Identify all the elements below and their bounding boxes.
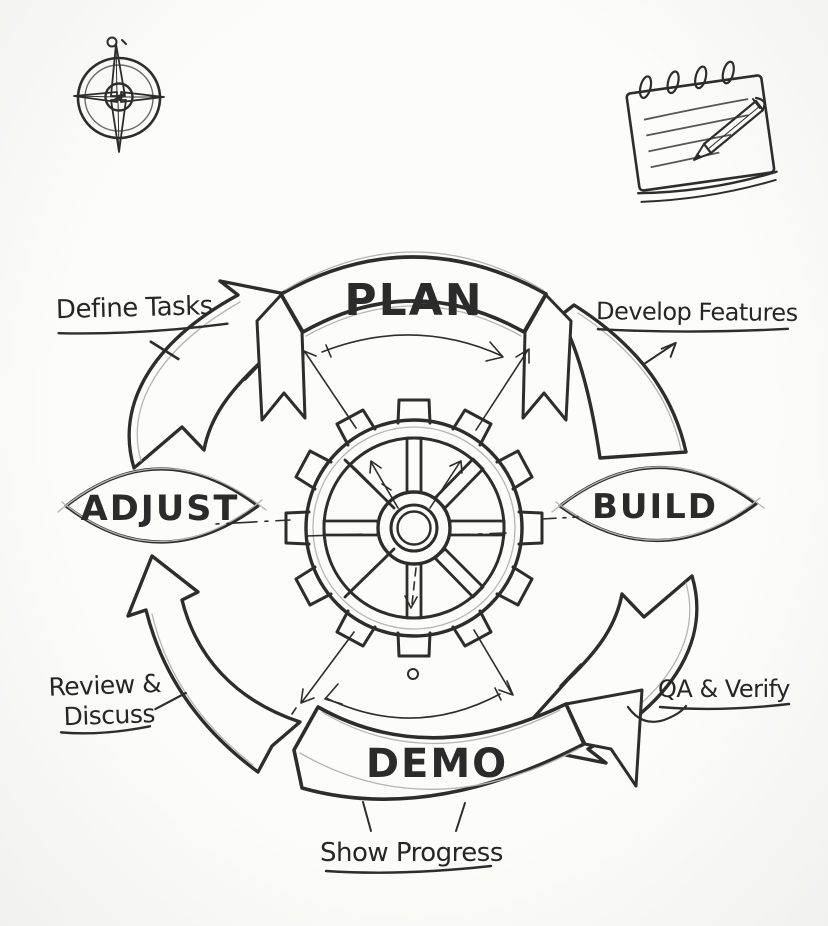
annotation-review-discuss-line1: Review &	[48, 669, 162, 702]
rotation-direction-arcs	[321, 334, 504, 719]
annotation-show-progress: Show Progress	[320, 801, 503, 874]
notepad-pencil-icon	[625, 60, 778, 203]
review-discuss-pointer-line	[154, 691, 187, 711]
annotation-define-tasks-text: Define Tasks	[56, 291, 214, 325]
stage-demo-label: DEMO	[366, 741, 508, 787]
small-o-mark	[407, 668, 419, 680]
develop-features-pointer-arrow	[643, 341, 677, 365]
annotations: Define Tasks Develop Features QA & Verif…	[48, 291, 798, 874]
stage-plan-label: PLAN	[344, 275, 483, 326]
annotation-develop-features: Develop Features	[596, 297, 798, 365]
annotation-review-discuss-line2: Discuss	[63, 699, 155, 731]
stage-adjust-banner: ADJUST	[57, 467, 267, 544]
show-progress-pointer-lines	[362, 801, 466, 832]
arrow-plan-to-build	[558, 303, 688, 460]
gear-icon	[284, 398, 544, 680]
spiral-binding	[638, 60, 735, 100]
stage-demo-banner: DEMO	[292, 688, 644, 801]
stage-plan-banner: PLAN	[255, 251, 573, 422]
stage-build-banner: BUILD	[551, 465, 765, 543]
annotation-qa-verify: QA & Verify	[626, 675, 791, 723]
pencil-icon	[693, 96, 766, 161]
annotation-qa-verify-text: QA & Verify	[658, 675, 790, 703]
annotation-define-tasks: Define Tasks	[56, 291, 229, 361]
annotation-review-discuss: Review & Discuss	[48, 669, 187, 735]
compass-icon	[73, 36, 165, 153]
stage-adjust-label: ADJUST	[81, 489, 240, 529]
arrow-demo-to-adjust	[126, 554, 302, 774]
stage-build-label: BUILD	[592, 487, 718, 527]
qa-verify-pointer-swoosh	[626, 704, 688, 723]
stage-banners: PLAN DEMO ADJUST BUILD	[57, 251, 765, 801]
define-tasks-pointer-line	[149, 340, 180, 361]
annotation-develop-features-text: Develop Features	[596, 297, 798, 327]
annotation-show-progress-text: Show Progress	[320, 838, 503, 868]
radial-guide-arrows	[215, 348, 579, 715]
